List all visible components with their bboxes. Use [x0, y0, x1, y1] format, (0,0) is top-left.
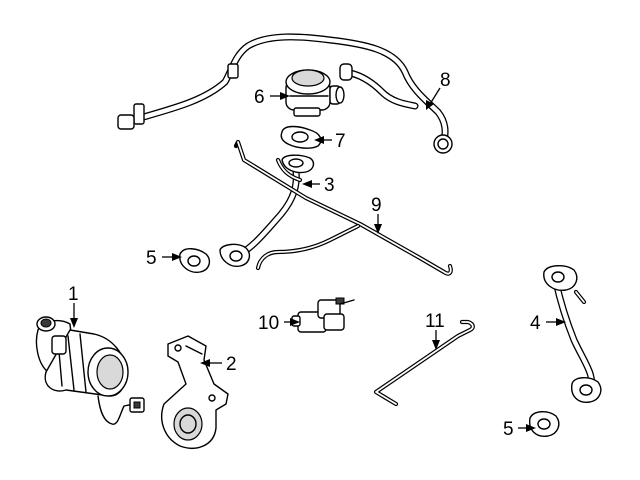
air-pump-part-1 — [35, 316, 145, 425]
callout-7: 7 — [335, 131, 346, 152]
callout-5-right: 5 — [503, 419, 514, 440]
callout-10: 10 — [258, 313, 279, 334]
callout-labels: 1 2 3 4 5 5 6 7 8 9 10 11 — [68, 70, 541, 440]
solenoid-part-10 — [291, 297, 355, 333]
callout-11: 11 — [425, 311, 445, 332]
pipe-part-3 — [219, 154, 315, 267]
callout-2: 2 — [226, 354, 237, 375]
callout-8: 8 — [440, 70, 451, 91]
bracket-part-2 — [161, 335, 229, 449]
callout-5-left: 5 — [146, 248, 157, 269]
gasket-part-5-left — [179, 248, 211, 273]
hose-part-8 — [117, 33, 453, 154]
pipe-part-4 — [543, 265, 602, 403]
valve-part-6 — [285, 69, 345, 117]
bracket-rod-part-9 — [233, 139, 453, 276]
rod-part-11 — [373, 319, 475, 407]
gasket-part-5-right — [529, 411, 560, 437]
callout-3: 3 — [324, 175, 335, 196]
callout-9: 9 — [371, 195, 382, 216]
callout-leaders — [70, 87, 566, 432]
callout-4: 4 — [530, 313, 541, 334]
callout-1: 1 — [68, 284, 79, 305]
gasket-part-7 — [280, 125, 322, 149]
callout-6: 6 — [254, 87, 265, 108]
